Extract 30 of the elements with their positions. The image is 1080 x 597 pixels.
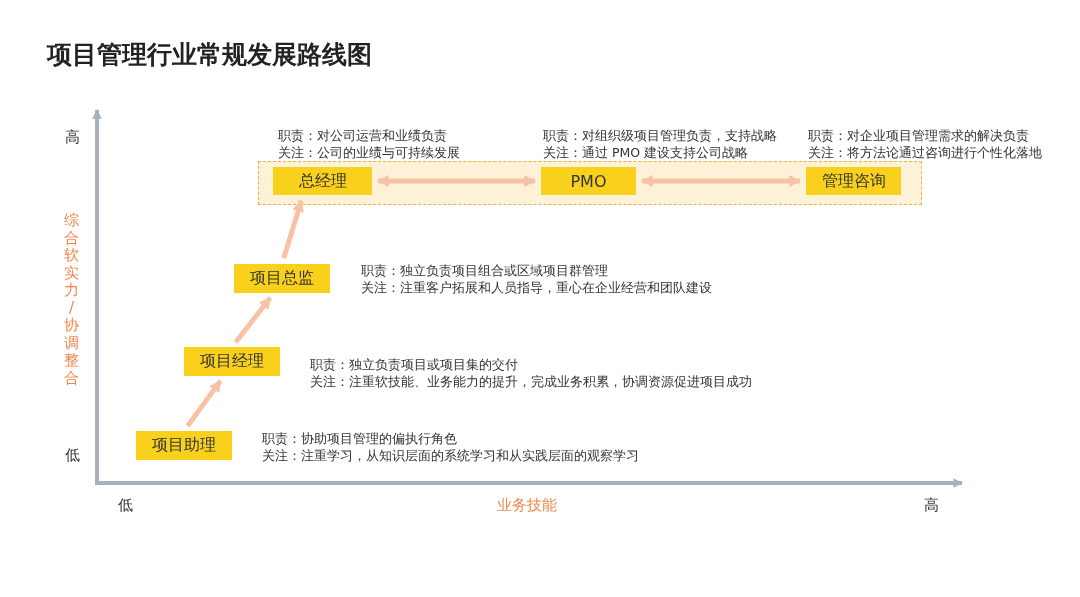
description-text: 职责：对公司运营和业绩负责 (278, 127, 447, 144)
role-title: 项目助理 (152, 435, 216, 456)
title: 项目管理行业常规发展路线图 (47, 39, 372, 71)
axis-label: 高 (924, 496, 939, 515)
description-text: 关注：将方法论通过咨询进行个性化落地 (808, 144, 1042, 161)
arrow (376, 175, 537, 187)
arrow (233, 296, 273, 344)
description-text: 职责：协助项目管理的偏执行角色 (262, 430, 457, 447)
description-text: 职责：独立负责项目或项目集的交付 (310, 356, 518, 373)
role-title: 管理咨询 (821, 170, 886, 192)
arrow (640, 175, 802, 187)
arrow (185, 379, 223, 428)
description-text: 关注：注重客户拓展和人员指导，重心在企业经营和团队建设 (361, 279, 712, 296)
description-text: 关注：通过 PMO 建设支持公司战略 (543, 144, 749, 161)
role-title: 总经理 (298, 170, 347, 192)
description-text: 职责：对组织级项目管理负责，支持战略 (543, 127, 777, 144)
description-text: 关注：公司的业绩与可持续发展 (278, 144, 460, 161)
axis-label: 低 (118, 496, 133, 515)
description-text: 职责：独立负责项目组合或区域项目群管理 (361, 262, 608, 279)
axis-title: 业务技能 (497, 496, 557, 515)
description-text: 关注：注重学习，从知识层面的系统学习和从实践层面的观察学习 (262, 447, 639, 464)
role-title: 项目经理 (200, 351, 264, 372)
axis-label: 低 (65, 446, 80, 465)
role-title: PMO (570, 171, 607, 191)
description-text: 关注：注重软技能、业务能力的提升，完成业务积累，协调资源促进项目成功 (310, 373, 752, 390)
description-text: 职责：对企业项目管理需求的解决负责 (808, 127, 1029, 144)
role-title: 项目总监 (250, 268, 314, 289)
axis-label: 高 (65, 128, 80, 147)
axis-title: 综合软实力/协调整合 (64, 212, 79, 387)
arrow (281, 199, 304, 259)
